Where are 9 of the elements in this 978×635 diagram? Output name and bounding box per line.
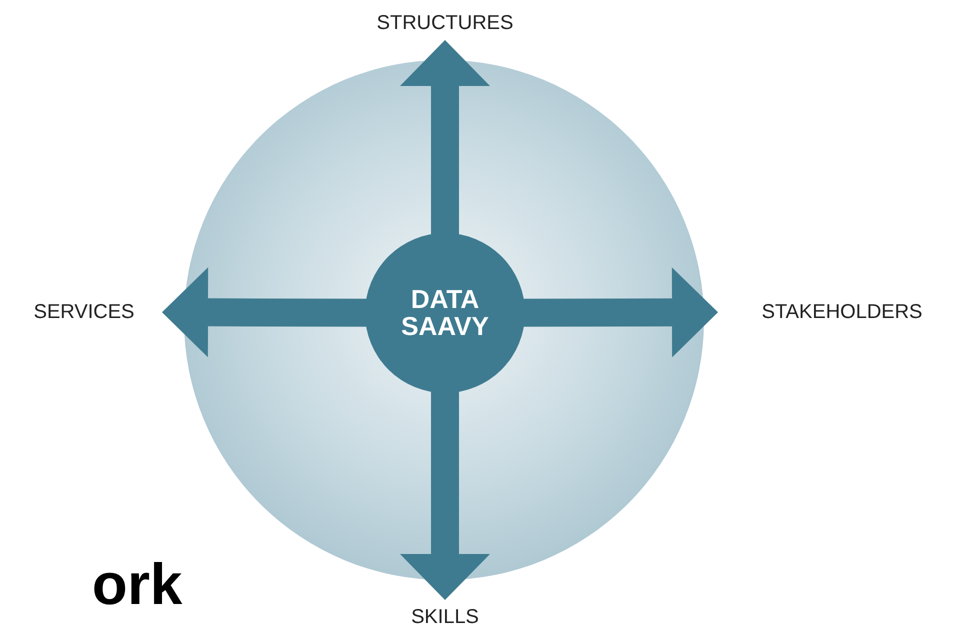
arrow: [523, 267, 718, 358]
label-text: STAKEHOLDERS: [722, 299, 962, 325]
arrow: [162, 267, 367, 358]
arrow: [400, 391, 490, 600]
label-text: STRUCTURES: [350, 10, 540, 36]
label-text: SERVICES: [10, 299, 158, 325]
label-text: SKILLS: [390, 604, 500, 630]
heading-text: ork: [92, 556, 182, 614]
arrow: [400, 40, 490, 235]
